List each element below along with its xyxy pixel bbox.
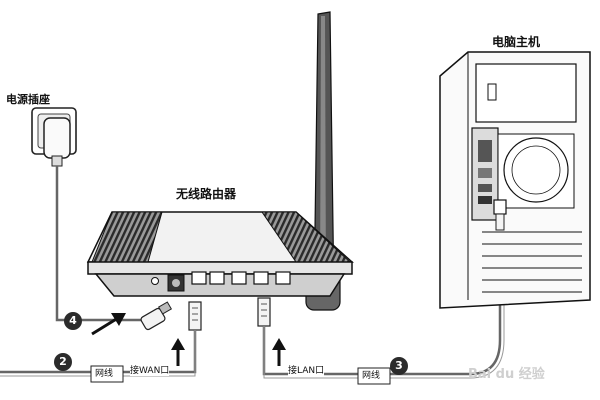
step-4-marker: 4 xyxy=(64,312,82,330)
wan-cable xyxy=(0,301,202,377)
wan-port-label: 接WAN口 xyxy=(130,366,170,376)
router-reset-button xyxy=(151,277,159,285)
router-lan-ports xyxy=(209,271,291,285)
router-power-jack xyxy=(167,274,185,292)
step-3-marker: 3 xyxy=(390,357,408,375)
cable-tag-right xyxy=(357,367,391,385)
lan-cable xyxy=(257,228,505,379)
watermark: Bai du 经验 xyxy=(468,367,545,382)
lan-arrow xyxy=(272,338,286,366)
power-outlet-label: 电源插座 xyxy=(6,93,50,106)
power-plug xyxy=(140,301,173,331)
step-2-marker: 2 xyxy=(54,353,72,371)
cable-tag-left xyxy=(90,365,124,383)
lan-port-label: 接LAN口 xyxy=(288,366,325,376)
computer-tower xyxy=(439,51,591,309)
cable-label-left: 网线 xyxy=(95,369,114,379)
computer-label: 电脑主机 xyxy=(492,35,541,49)
wan-arrow xyxy=(171,338,185,366)
router-wan-port xyxy=(191,271,207,285)
cable-label-right: 网线 xyxy=(362,371,381,381)
router-label: 无线路由器 xyxy=(176,187,237,201)
computer-ethernet-port xyxy=(493,199,507,231)
power-adapter xyxy=(43,117,71,167)
power-arrow xyxy=(91,313,126,336)
